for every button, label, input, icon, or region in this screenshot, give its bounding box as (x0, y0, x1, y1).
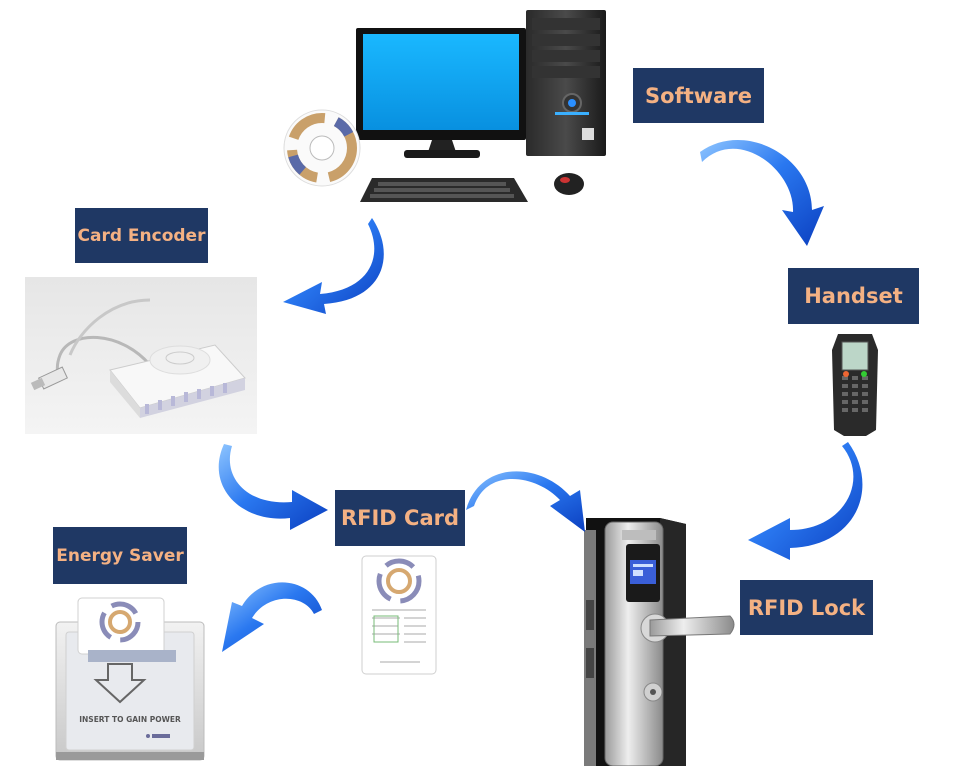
arrow-card-to-saver (222, 582, 322, 652)
arrow-software-to-handset (700, 139, 824, 246)
software-label: Software (633, 68, 764, 123)
energy-saver-label: Energy Saver (53, 527, 187, 584)
card-encoder-illustration (25, 277, 257, 434)
rfid-card-illustration (361, 555, 437, 675)
arrow-card-to-lock (466, 471, 585, 532)
arrow-encoder-to-card (218, 444, 328, 530)
rfid-card-label: RFID Card (335, 490, 465, 546)
rfid-lock-label: RFID Lock (740, 580, 873, 635)
energy-saver-illustration: INSERT TO GAIN POWER (55, 597, 205, 761)
handset-label: Handset (788, 268, 919, 324)
rfid-lock-illustration (584, 518, 735, 766)
flow-arrows (218, 139, 863, 652)
handset-illustration (832, 334, 878, 436)
software-disc (283, 109, 361, 187)
card-encoder-label: Card Encoder (75, 208, 208, 263)
arrow-handset-to-lock (748, 442, 863, 560)
arrow-computer-to-encoder (283, 218, 384, 314)
computer-illustration (283, 10, 606, 202)
energy-saver-instruction: INSERT TO GAIN POWER (79, 715, 181, 724)
